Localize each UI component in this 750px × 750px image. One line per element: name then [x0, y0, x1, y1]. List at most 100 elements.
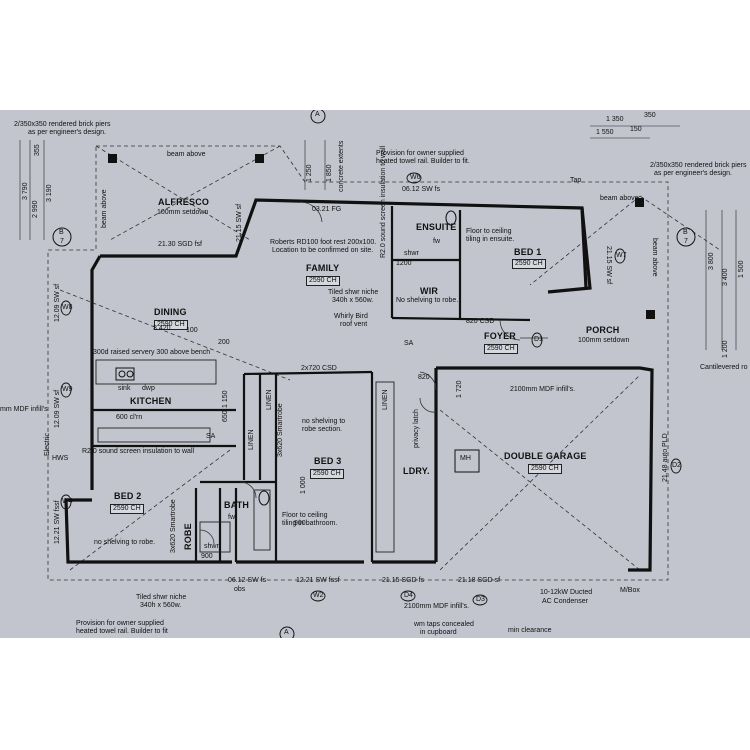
brick-piers-note-right: 2/350x350 rendered brick piers [650, 162, 747, 169]
meter-box-label: M/Box [620, 587, 640, 594]
porch-setdown-note: 100mm setdown [578, 337, 630, 344]
brick-piers-note-left-2: as per engineer's design. [28, 129, 106, 136]
dim-1550: 1 550 [596, 129, 614, 136]
bath-shower-label: shwr [204, 543, 219, 550]
sink-label: sink [118, 385, 131, 392]
bath-tiling-note-2: tiling in bathroom. [282, 520, 338, 527]
bed2-smartrobe-label: 3x620 Smartrobe [170, 499, 177, 553]
robe-label: ROBE [183, 523, 193, 550]
room-double-garage: DOUBLE GARAGE [504, 451, 587, 461]
section-marker-a-top: A [315, 111, 320, 118]
heated-towel-rail-note-bottom: Provision for owner supplied [76, 620, 164, 627]
privacy-latch-note: privacy latch [413, 409, 420, 448]
window-tag-w8: W8 [62, 304, 73, 311]
bed1-ceiling-height: 2590 CH [512, 259, 546, 269]
wm-taps-note: wm taps concealed [414, 621, 474, 628]
whirly-bird-note: Whirly Bird [334, 313, 368, 320]
dim-1850: 1 850 [326, 164, 333, 182]
section-marker-b-left: B [59, 229, 64, 236]
door-tag-d2: D2 [672, 462, 681, 469]
dim-2990: 2 990 [32, 200, 39, 218]
foot-rest-note-2: Location to be confirmed on site. [272, 247, 374, 254]
dim-900-bath: 900 [201, 553, 213, 560]
electric-meter-label: Electric [44, 433, 51, 456]
room-bed3: BED 3 [314, 456, 342, 466]
bed3-smartrobe-label: 3x620 Smartrobe [277, 403, 284, 457]
heated-towel-rail-note-top-2: heated towel rail. Builder to fit. [376, 158, 470, 165]
dim-650: 650 [222, 410, 229, 422]
cantilevered-note: Cantilevered ro [700, 364, 748, 371]
bed2-ceiling-height: 2590 CH [110, 504, 144, 514]
room-foyer: FOYER [484, 331, 517, 341]
bed2-shelving-note: no shelving to robe. [94, 539, 156, 546]
dim-1720: 1 720 [456, 380, 463, 398]
dim-1200b: 1 200 [722, 340, 729, 358]
heated-towel-rail-note-bottom-2: heated towel rail. Builder to fit [76, 628, 168, 635]
brick-piers-note-right-2: as per engineer's design. [654, 170, 732, 177]
dim-350: 350 [644, 112, 656, 119]
ensuite-tiling-note-2: tiling in ensuite. [466, 236, 515, 243]
dishwasher-label: dwp [142, 385, 155, 392]
dim-2x720-csd: 2x720 CSD [301, 365, 337, 372]
ensuite-shower-label: shwr [404, 250, 419, 257]
dim-3190: 3 190 [46, 184, 53, 202]
dining-ceiling-height: 2590 CH [154, 320, 188, 330]
manhole [454, 449, 480, 473]
bed3-shelving-note: no shelving to [302, 418, 346, 425]
room-bed2: BED 2 [114, 491, 142, 501]
dim-1000: 1 000 [300, 476, 307, 494]
min-clearance-note: min clearance [508, 627, 552, 634]
bed3-ceiling-height: 2590 CH [310, 469, 344, 479]
tap-label-top: Tap [570, 177, 582, 184]
sound-insulation-note: R2.0 sound screen insulation to wall [82, 448, 195, 455]
ac-condenser-note-2: AC Condenser [542, 598, 588, 605]
room-kitchen: KITCHEN [130, 396, 172, 406]
ac-condenser-note: 10-12kW Ducted [540, 589, 593, 596]
linen-cupboard-label: LINEN [266, 389, 273, 410]
window-tag-w2: W2 [313, 592, 324, 599]
wm-taps-note-2: in cupboard [420, 629, 457, 636]
room-alfresco: ALFRESCO [158, 197, 210, 207]
family-ceiling-height: 2590 CH [306, 276, 340, 286]
sound-insulation-note-top: R2.0 sound screen insulation to wall [380, 145, 387, 258]
window-tag-w7: W7 [616, 252, 627, 259]
room-bath: BATH [224, 500, 250, 510]
bath-floor-waste: fw [228, 514, 235, 521]
dim-100: 100 [186, 327, 198, 334]
raised-servery-note: 300d raised servery 300 above bench [93, 349, 211, 356]
dim-1250: 1 250 [306, 164, 313, 182]
door-tag-d3: D3 [476, 596, 485, 603]
garage-ceiling-height: 2590 CH [528, 464, 562, 474]
room-laundry: LDRY. [403, 466, 430, 476]
window-spec-top: 06.12 SW fs [402, 186, 441, 193]
section-marker-7-right: 7 [684, 238, 688, 245]
concrete-extents-label: concrete extents [338, 140, 345, 192]
shower-niche-note-bottom-2: 340h x 560w. [140, 602, 182, 609]
shower-niche-note-bottom: Tiled shwr niche [136, 594, 187, 601]
room-porch: PORCH [586, 325, 620, 335]
dim-150: 150 [630, 126, 642, 133]
dim-900: 900 [294, 520, 306, 527]
window-spec-bottom-1-obs: obs [234, 586, 246, 593]
bath-tiling-note: Floor to ceiling [282, 512, 328, 519]
shower-niche-note-2: 340h x 560w. [332, 297, 374, 304]
dim-3420: 3 420 [153, 325, 171, 332]
mdf-infill-note-right: 2100mm MDF infill's. [510, 386, 576, 393]
dim-355: 355 [34, 144, 41, 156]
window-tag-w9: W9 [62, 386, 73, 393]
room-dining: DINING [154, 307, 187, 317]
door-swings [199, 201, 548, 545]
room-wir: WIR [420, 286, 439, 296]
dim-3400: 3 400 [722, 268, 729, 286]
window-tag-w4: W4 [62, 498, 73, 505]
foyer-ceiling-height: 2590 CH [484, 344, 518, 354]
auto-pld-label: 21.48 auto PLD [662, 433, 669, 482]
hws-label: HWS [52, 455, 69, 462]
mdf-infill-note-bottom: 2100mm MDF infill's. [404, 603, 470, 610]
ensuite-tiling-note: Floor to ceiling [466, 228, 512, 235]
dim-1150: 1 150 [222, 390, 229, 408]
section-marker-a-bottom: A [284, 629, 289, 636]
beam-above-vertical: beam above [101, 189, 108, 228]
window-spec-left-1: 12.09 SW sf [54, 283, 61, 322]
sink-fixture [115, 367, 135, 381]
